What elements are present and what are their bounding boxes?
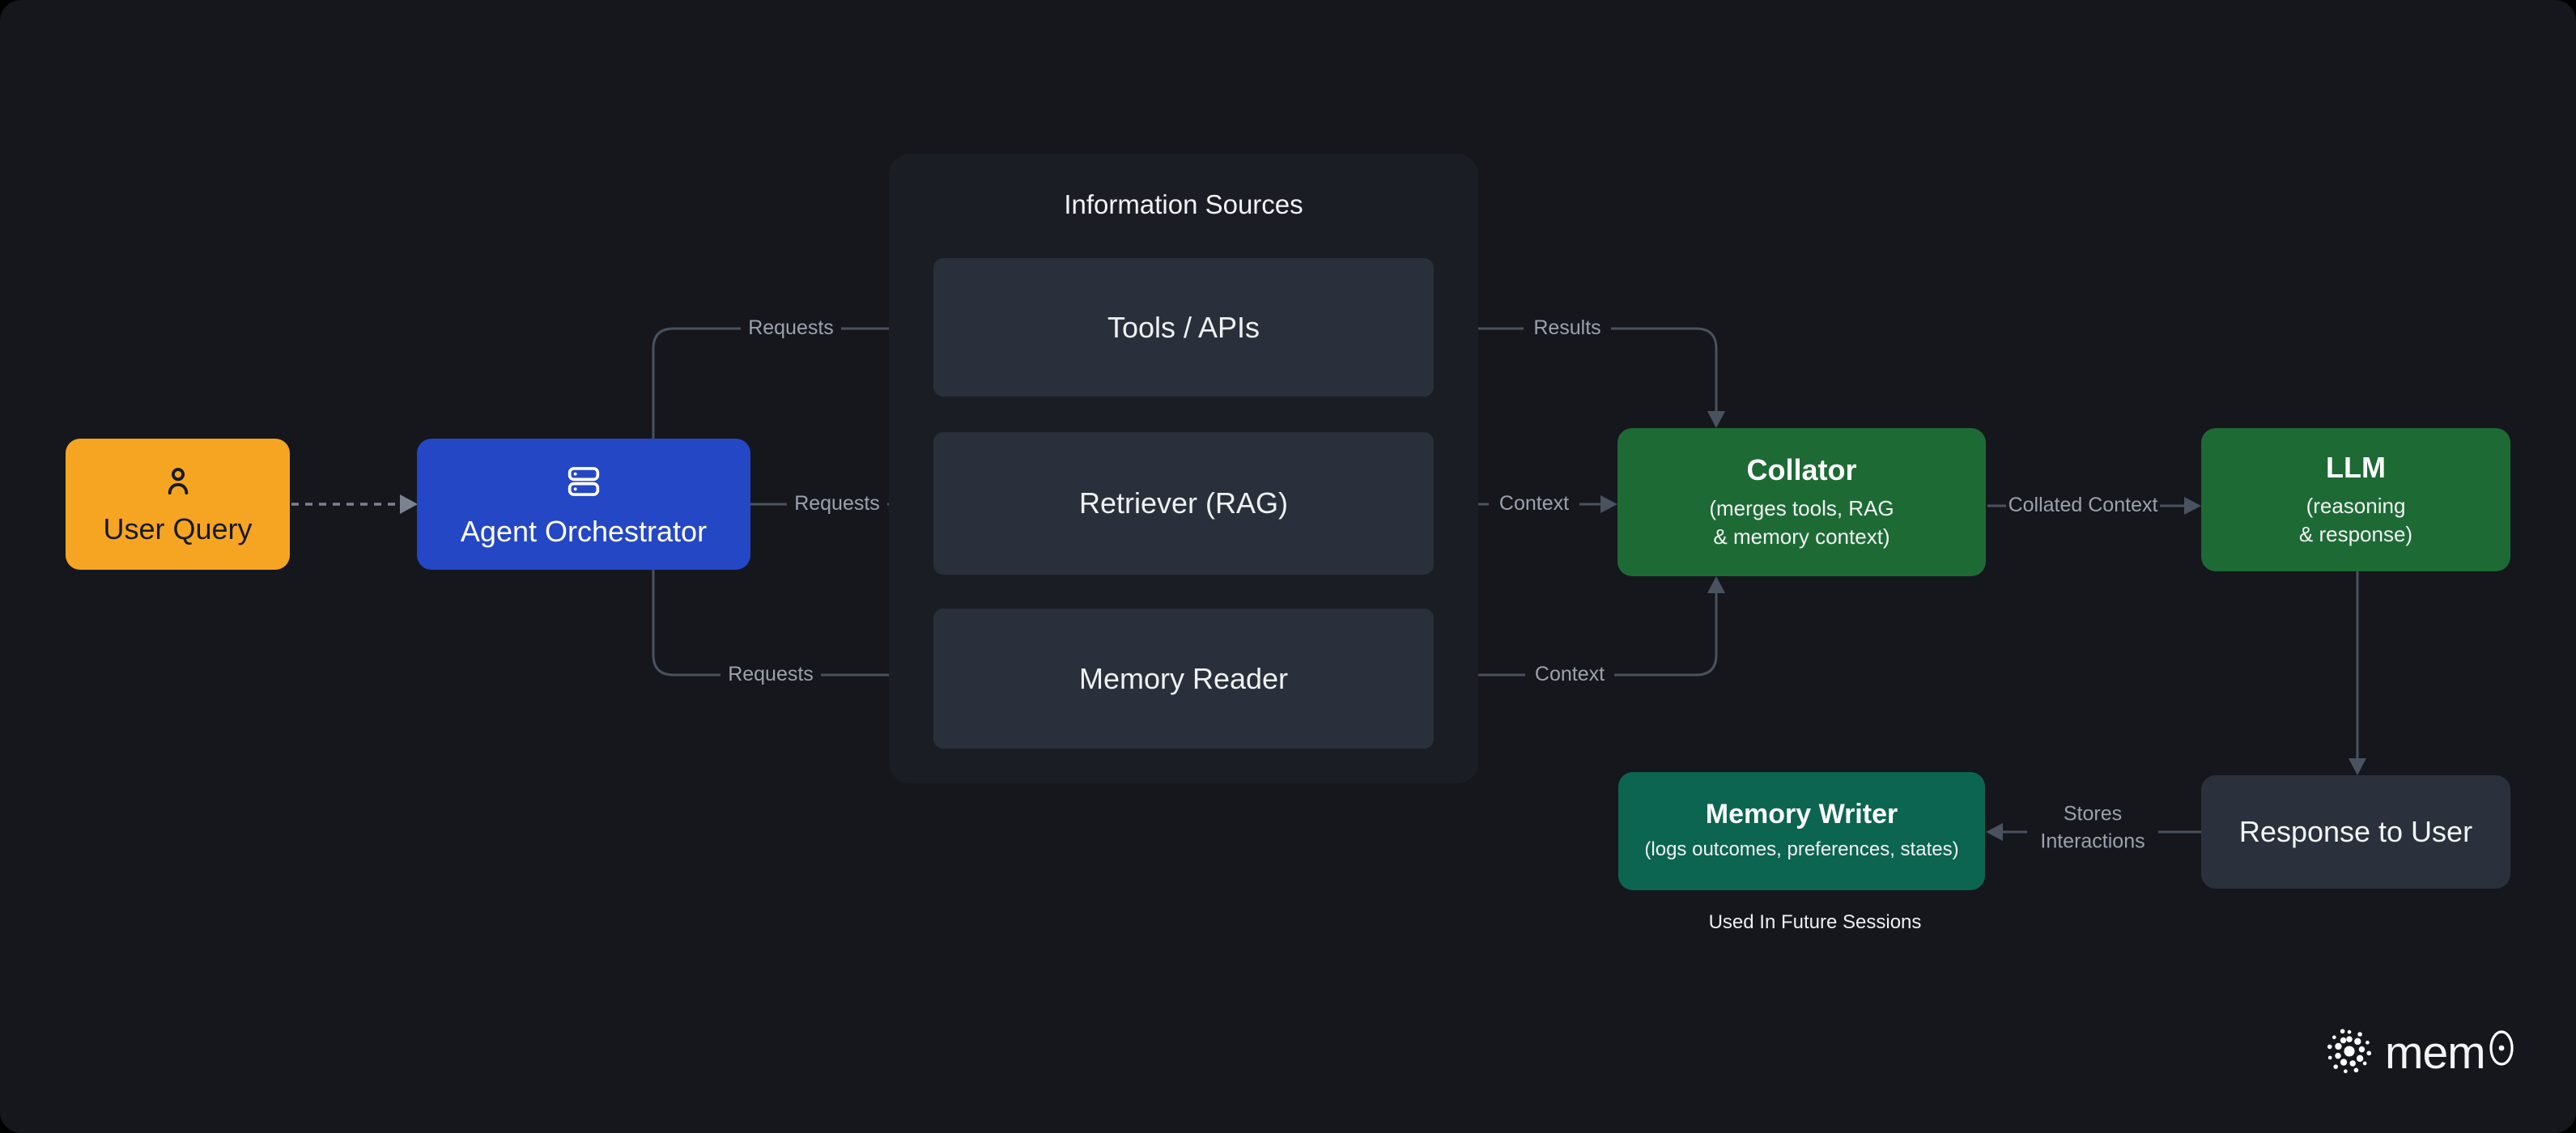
- node-memory-writer: Memory Writer (logs outcomes, preference…: [1618, 772, 1985, 890]
- edge-requests-bottom-line: [652, 570, 721, 677]
- note-used-in-future-sessions: Used In Future Sessions: [1708, 911, 1922, 933]
- edge-label-stores-line1: Stores: [2063, 802, 2123, 825]
- agent-orchestrator-label: Agent Orchestrator: [460, 514, 708, 548]
- edge-label-stores-line2: Interactions: [2040, 830, 2145, 852]
- llm-subtitle-line1: (reasoning: [2306, 494, 2406, 519]
- memory-reader-label: Memory Reader: [1078, 661, 1289, 695]
- llm-subtitle: (reasoning & response): [2299, 492, 2412, 549]
- edge-label-requests-top: Requests: [748, 316, 834, 340]
- collator-title: Collator: [1746, 452, 1857, 486]
- node-tools-apis: Tools / APIs: [933, 258, 1434, 397]
- mem0-wordmark: mem: [2385, 1026, 2515, 1080]
- node-llm: LLM (reasoning & response): [2201, 428, 2510, 571]
- node-agent-orchestrator: Agent Orchestrator: [417, 439, 750, 570]
- arrowhead-collator-top: [1707, 411, 1725, 428]
- mem0-logo: mem: [2327, 1026, 2515, 1080]
- edge-label-requests-middle: Requests: [794, 492, 880, 516]
- node-retriever-rag: Retriever (RAG): [933, 432, 1434, 575]
- mem0-dots-icon: [2327, 1028, 2372, 1078]
- edge-label-context-middle: Context: [1498, 492, 1570, 516]
- memory-writer-subtitle: (logs outcomes, preferences, states): [1644, 838, 1959, 861]
- collator-subtitle-line1: (merges tools, RAG: [1709, 496, 1894, 521]
- user-query-label: User Query: [103, 511, 253, 545]
- node-collator: Collator (merges tools, RAG & memory con…: [1617, 428, 1986, 576]
- edge-label-stores-interactions: Stores Interactions: [2040, 800, 2145, 855]
- arrowhead-llm: [2184, 497, 2201, 515]
- collator-subtitle: (merges tools, RAG & memory context): [1709, 494, 1894, 551]
- information-sources-title: Information Sources: [1064, 189, 1303, 219]
- zero-glyph-icon: [2488, 1026, 2515, 1080]
- edge-label-collated-context: Collated Context: [2008, 494, 2158, 517]
- edge-label-context-bottom: Context: [1534, 663, 1605, 686]
- edge-context-bottom-line2: [1614, 592, 1718, 677]
- arrowhead-collator-bottom: [1707, 576, 1725, 593]
- edge-requests-top-line: [652, 327, 741, 439]
- mem0-wordmark-text: mem: [2385, 1027, 2486, 1079]
- node-user-query: User Query: [66, 439, 290, 570]
- edge-label-results: Results: [1533, 316, 1601, 340]
- edge-label-requests-bottom: Requests: [728, 663, 814, 686]
- person-icon: [159, 463, 197, 504]
- panel-information-sources: Information Sources Tools / APIs Retriev…: [889, 154, 1478, 783]
- arrowhead-response: [2349, 758, 2366, 775]
- node-memory-reader: Memory Reader: [933, 609, 1434, 749]
- llm-title: LLM: [2326, 450, 2386, 484]
- server-stack-icon: [563, 460, 605, 507]
- arrowhead-collator-left: [1600, 495, 1617, 513]
- tools-apis-label: Tools / APIs: [1107, 310, 1260, 344]
- response-to-user-label: Response to User: [2238, 815, 2473, 849]
- edge-results-line2: [1611, 327, 1718, 413]
- collator-subtitle-line2: & memory context): [1713, 524, 1890, 550]
- retriever-rag-label: Retriever (RAG): [1078, 486, 1289, 520]
- arrowhead-orchestrator: [400, 494, 418, 514]
- node-response-to-user: Response to User: [2201, 775, 2510, 889]
- arrowhead-memory-writer: [1986, 823, 2003, 841]
- llm-subtitle-line2: & response): [2298, 522, 2413, 547]
- memory-writer-title: Memory Writer: [1705, 799, 1898, 830]
